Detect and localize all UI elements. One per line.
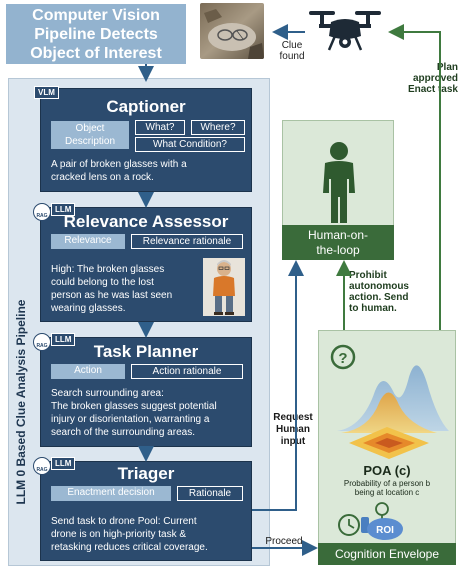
clue-found-line-1: Clue	[281, 40, 303, 51]
chip-enactment-decision: Enactment decision	[51, 486, 171, 501]
prohibit-line-1: Prohibit	[349, 270, 387, 281]
relevance-text: High: The broken glasses could belong to…	[51, 263, 172, 315]
planner-stage: Task Planner Action Action rationale Sea…	[40, 337, 252, 447]
chip-relevance: Relevance	[51, 234, 125, 249]
cv-line-2: Pipeline Detects	[34, 26, 158, 43]
rag-icon-triager: RAG	[33, 457, 51, 475]
relevance-stage: Relevance Assessor Relevance Relevance r…	[40, 207, 252, 322]
drone-icon	[305, 6, 385, 58]
cv-line-1: Computer Vision	[32, 7, 160, 24]
arrow-plan-approved	[388, 24, 441, 330]
poa-illustration: ? ROI	[330, 344, 449, 540]
planner-text-line-3: injury or disorientation, warranting a	[51, 414, 210, 425]
chip-object-line-2: Description	[64, 136, 116, 147]
relevance-title: Relevance Assessor	[63, 212, 229, 231]
poa-subtitle: Probability of a person b being at locat…	[330, 479, 444, 497]
clue-found-line-2: found	[279, 51, 305, 62]
chip-object-line-1: Object	[75, 123, 105, 134]
proceed-label: Proceed	[265, 536, 303, 547]
person-icon	[323, 142, 355, 223]
planner-text-line-1: Search surrounding area:	[51, 388, 164, 399]
cv-pipeline-box: Computer Vision Pipeline Detects Object …	[6, 4, 186, 64]
roi-text: ROI	[376, 525, 394, 536]
captioner-text-line-2: cracked lens on a rock.	[51, 172, 154, 183]
chip-condition: What Condition?	[135, 137, 245, 152]
llm-tag-planner: LLM	[51, 333, 76, 346]
vlm-tag: VLM	[34, 86, 59, 99]
relevance-text-line-4: wearing glasses.	[51, 303, 126, 314]
clue-found-label: Clue found	[272, 40, 312, 62]
planner-text: Search surrounding area: The broken glas…	[51, 387, 217, 439]
triager-text-line-3: retasking reduces critical coverage.	[51, 542, 208, 553]
chip-relevance-rationale: Relevance rationale	[131, 234, 243, 249]
clock-icon	[338, 514, 360, 536]
hotl-line-1: Human-on-	[307, 228, 369, 242]
chip-what: What?	[135, 120, 185, 135]
triager-text-line-2: drone is on high-priority task &	[51, 529, 187, 540]
chip-where: Where?	[191, 120, 245, 135]
captioner-stage: Captioner Object Description What? Where…	[40, 88, 252, 192]
request-human-input-label: Request Human input	[270, 412, 316, 448]
lost-person-photo	[203, 258, 245, 316]
plan-line-3: Enact task	[407, 84, 458, 95]
cognition-envelope-label: Cognition Envelope	[318, 543, 456, 565]
rag-icon-relevance: RAG	[33, 203, 51, 221]
triager-text-line-1: Send task to drone Pool: Current	[51, 516, 197, 527]
request-line-3: input	[280, 436, 306, 447]
relevance-text-line-1: High: The broken glasses	[51, 264, 165, 275]
arrow-request-human-input	[252, 260, 304, 511]
plan-approved-label: Plan approved Enact task	[372, 62, 458, 95]
rag-label-relevance: RAG	[36, 213, 48, 219]
rag-label-triager: RAG	[36, 467, 48, 473]
triager-title: Triager	[117, 464, 175, 483]
relevance-text-line-2: could belong to the lost	[51, 277, 154, 288]
clue-photo	[200, 3, 264, 59]
question-icon	[330, 344, 356, 370]
request-line-2: Human	[276, 424, 310, 435]
captioner-title: Captioner	[106, 97, 186, 116]
triager-text: Send task to drone Pool: Current drone i…	[51, 515, 208, 554]
planner-text-line-4: search of the surrounding areas.	[51, 427, 195, 438]
cognition-envelope-box: ? ROI	[318, 330, 456, 565]
chip-action: Action	[51, 364, 125, 379]
chip-object-description: Object Description	[51, 121, 129, 149]
cv-line-3: Object of Interest	[30, 45, 162, 62]
human-on-the-loop-label: Human-on- the-loop	[282, 225, 394, 260]
roi-icon	[367, 518, 403, 540]
plan-line-1: Plan	[436, 62, 458, 73]
rag-icon-planner: RAG	[33, 333, 51, 351]
planner-text-line-2: The broken glasses suggest potential	[51, 401, 217, 412]
prohibit-label: Prohibit autonomous action. Send to huma…	[349, 270, 427, 314]
captioner-text-line-1: A pair of broken glasses with a	[51, 159, 187, 170]
llm-tag-triager: LLM	[51, 457, 76, 470]
captioner-text: A pair of broken glasses with a cracked …	[51, 158, 187, 184]
rag-label-planner: RAG	[36, 343, 48, 349]
triager-stage: Triager Enactment decision Rationale Sen…	[40, 461, 252, 561]
chip-action-rationale: Action rationale	[131, 364, 243, 379]
hotl-line-2: the-loop	[316, 243, 360, 257]
chip-triager-rationale: Rationale	[177, 486, 243, 501]
poa-title: POA (c)	[363, 463, 411, 478]
planner-title: Task Planner	[93, 342, 199, 361]
poa-sub-line-2: being at location c	[354, 488, 420, 497]
prohibit-line-2: autonomous	[349, 281, 409, 292]
poa-sub-line-1: Probability of a person b	[343, 479, 431, 488]
prohibit-line-4: to human.	[349, 303, 397, 314]
question-mark: ?	[338, 350, 347, 367]
plan-line-2: approved	[412, 73, 458, 84]
prohibit-line-3: action. Send	[349, 292, 409, 303]
llm-tag-relevance: LLM	[51, 203, 76, 216]
request-line-1: Request	[273, 412, 313, 423]
relevance-text-line-3: person as he was last seen	[51, 290, 173, 301]
